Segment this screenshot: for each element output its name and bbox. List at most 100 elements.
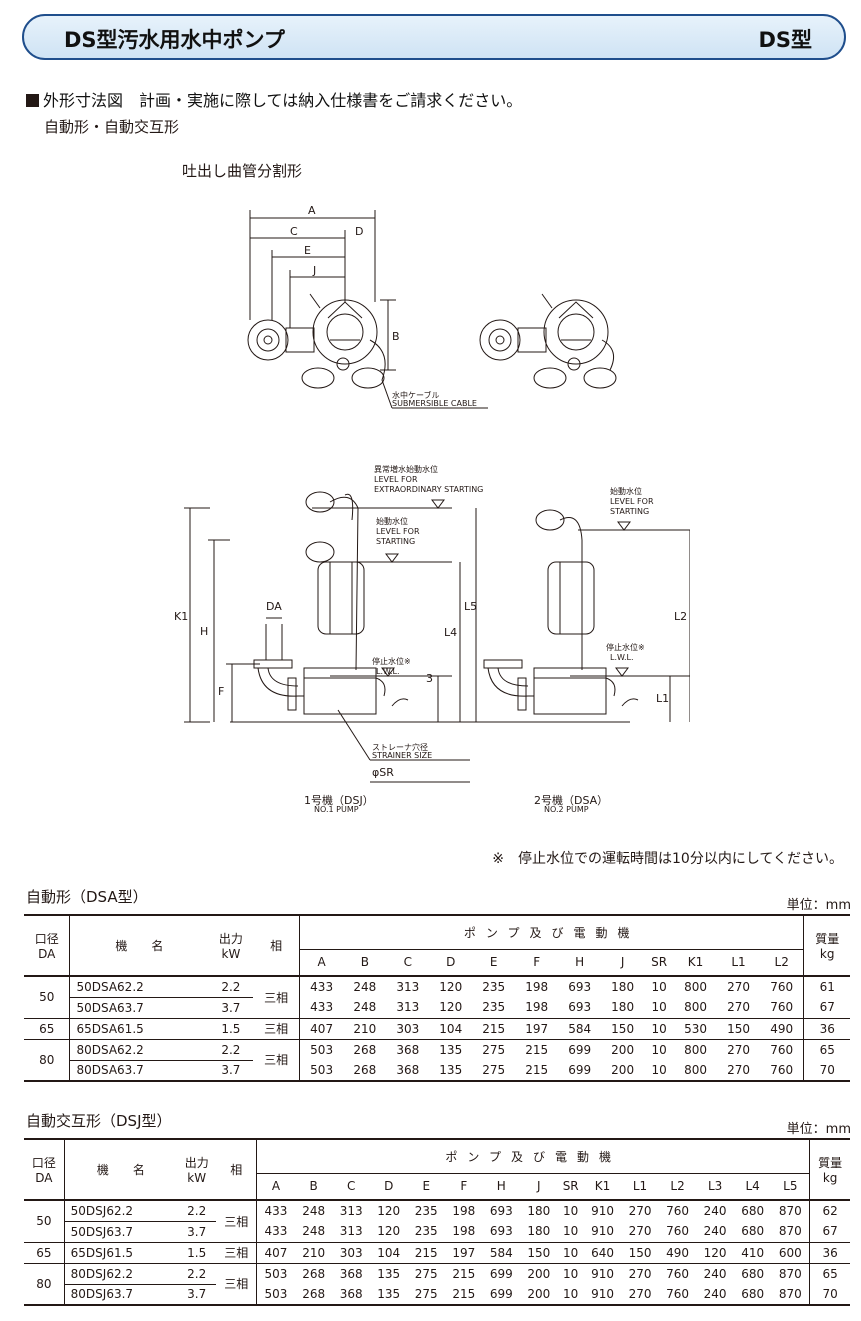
mass-cell: 36	[809, 1242, 850, 1264]
header-dim-sr: SR	[557, 1173, 584, 1201]
dim-cell-h: 699	[568, 1042, 592, 1057]
dim-cell-h: 584	[482, 1242, 521, 1264]
mass-cell: 65	[822, 1266, 838, 1281]
diameter-cell: 50	[24, 1200, 65, 1243]
dim-cell-h: 699	[489, 1287, 513, 1301]
dim-cell-d: 120	[377, 1204, 401, 1218]
dim-cell-f: 198	[445, 1221, 483, 1243]
top-view-pump1	[247, 293, 393, 409]
model-cell: 80DSJ62.2	[64, 1263, 178, 1285]
dim-cell-c: 303	[386, 1018, 430, 1040]
dim-cell-a: 433	[299, 997, 344, 1019]
phase-cell: 三相	[216, 1263, 258, 1306]
header-dim-b: B	[343, 949, 387, 977]
dim-cell-k1: 800	[684, 980, 707, 994]
dim-cell-e: 235	[472, 997, 516, 1019]
dim-label-d: D	[355, 225, 363, 238]
dim-cell-sr: 10	[557, 1221, 584, 1243]
dim-label-c: C	[290, 225, 298, 238]
dim-cell-e: 275	[414, 1287, 438, 1301]
section-heading: 外形寸法図 計画・実施に際しては納入仕様書をご請求ください。	[26, 87, 522, 111]
dim-cell-sr: 10	[644, 997, 675, 1019]
dim-cell-e: 275	[482, 1063, 506, 1077]
header-output-unit: kW	[187, 1171, 207, 1185]
dim-cell-f: 215	[525, 1042, 549, 1057]
header-output-jp: 出力	[218, 932, 243, 946]
header-dim-j: J	[601, 949, 645, 977]
dim-cell-c: 303	[332, 1242, 370, 1264]
dim-label-l1: L1	[656, 692, 669, 705]
dim-cell-e: 275	[482, 1042, 506, 1057]
header-model: 機 名	[64, 1139, 178, 1201]
dim-cell-b: 210	[294, 1242, 333, 1264]
phase-cell: 三相	[253, 1039, 300, 1082]
dim-cell-d: 104	[429, 1018, 473, 1040]
dim-cell-f: 197	[445, 1242, 483, 1264]
drawing-caption: 吐出し曲管分割形	[182, 162, 303, 180]
model-cell: 50DSA62.2	[69, 976, 209, 998]
dim-cell-e: 275	[414, 1266, 438, 1281]
dim-cell-sr: 10	[644, 1018, 675, 1040]
dim-cell-h: 699	[489, 1266, 513, 1281]
dim-cell-c: 368	[396, 1063, 420, 1077]
output-cell: 3.7	[177, 1221, 217, 1243]
dim-cell-k1: 800	[684, 1042, 707, 1057]
header-dim-b: B	[294, 1173, 333, 1201]
dim-cell-k1: 800	[684, 1063, 707, 1077]
model-cell: 80DSA62.2	[69, 1039, 209, 1061]
dim-cell-b: 268	[302, 1287, 326, 1301]
dim-cell-k1: 910	[591, 1287, 614, 1301]
pump1-caption-jp: 1号機（DSJ）	[304, 793, 374, 807]
dim-cell-l2: 760	[666, 1204, 690, 1218]
output-cell: 3.7	[187, 1287, 207, 1302]
dim-cell-a: 503	[264, 1266, 288, 1281]
output-cell: 1.5	[177, 1242, 217, 1264]
dim-cell-l3: 240	[703, 1266, 727, 1281]
dim-cell-e: 235	[414, 1204, 438, 1218]
dim-cell-l4: 680	[741, 1287, 765, 1301]
header-dim-l1: L1	[717, 949, 760, 977]
header-diameter-jp: 口径	[31, 1156, 56, 1170]
dim-cell-k1: 530	[674, 1018, 718, 1040]
dim-cell-a: 503	[310, 1063, 334, 1077]
side-view-pump2	[483, 509, 639, 715]
cable-label-jp: 水中ケーブル	[392, 390, 440, 400]
dim-cell-l3: 120	[696, 1242, 734, 1264]
dim-cell-c: 368	[339, 1266, 363, 1281]
dim-cell-l1: 270	[727, 1063, 750, 1077]
dim-cell-b: 248	[353, 980, 377, 994]
dim-cell-h: 699	[568, 1063, 592, 1077]
header-dim-l2: L2	[760, 949, 805, 977]
header-output-jp: 出力	[184, 1156, 209, 1170]
dim-cell-h: 584	[558, 1018, 602, 1040]
model-cell: 50DSA63.7	[69, 997, 209, 1019]
header-dim-l5: L5	[771, 1173, 811, 1201]
dim-cell-a: 407	[299, 1018, 344, 1040]
dim-cell-d: 135	[377, 1266, 401, 1281]
model-cell: 65DSJ61.5	[64, 1242, 178, 1264]
section-subheading: 自動形・自動交互形	[44, 118, 180, 136]
model-cell: 50DSJ63.7	[64, 1221, 178, 1243]
output-cell: 2.2	[177, 1200, 217, 1222]
dim-cell-h: 693	[489, 1204, 513, 1218]
dim-cell-d: 135	[377, 1287, 401, 1301]
header-mass-unit: kg	[822, 1171, 838, 1185]
dim-cell-f: 215	[452, 1266, 476, 1281]
dim-cell-c: 313	[386, 997, 430, 1019]
header-diameter-en: DA	[35, 1171, 53, 1185]
table2-title: 自動交互形（DSJ型）	[26, 1112, 172, 1130]
stop-level-en: L.W.L.	[376, 667, 400, 676]
mass-cell: 62	[822, 1204, 838, 1218]
page-title: DS型汚水用水中ポンプ	[64, 28, 285, 52]
header-dim-a: A	[299, 949, 344, 977]
header-dim-sr: SR	[644, 949, 675, 977]
stop-level-jp: 停止水位※	[372, 656, 411, 666]
mass-cell: 61	[819, 980, 835, 994]
header-dim-a: A	[256, 1173, 295, 1201]
